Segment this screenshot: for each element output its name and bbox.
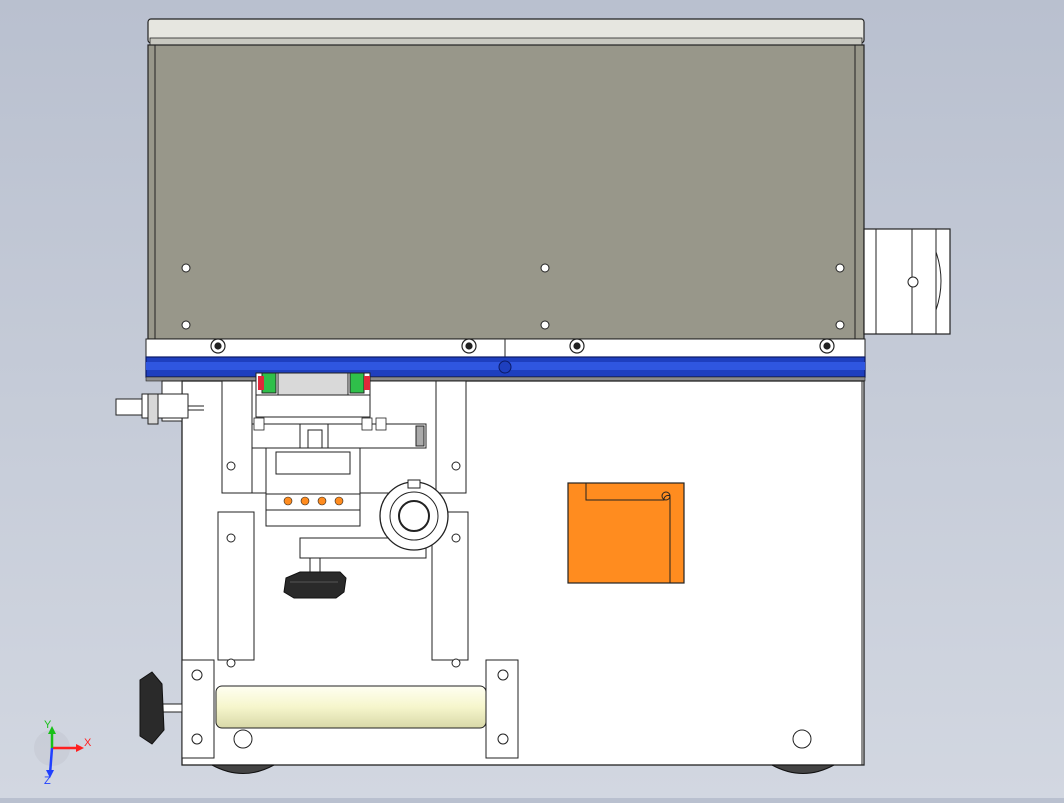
orange-pins xyxy=(283,496,344,506)
stepper-motor xyxy=(863,228,951,335)
orientation-triad: X Y Z xyxy=(34,719,92,787)
star-knob-left xyxy=(139,671,165,745)
screw xyxy=(835,320,845,330)
guide-plates xyxy=(217,511,469,668)
z-axis xyxy=(48,747,54,775)
screw xyxy=(181,320,191,330)
roller-assembly xyxy=(139,659,812,759)
z-axis-label: Z xyxy=(44,775,51,787)
proximity-sensor xyxy=(115,380,204,425)
orange-block xyxy=(567,482,685,584)
x-axis-label: X xyxy=(84,737,92,749)
cover-screws xyxy=(181,263,845,330)
screw xyxy=(835,263,845,273)
y-axis-label: Y xyxy=(44,719,52,731)
roller xyxy=(215,685,487,729)
top-cover xyxy=(147,18,865,340)
guide-rail-strip xyxy=(145,338,866,382)
star-knob-upper xyxy=(283,557,347,599)
motor-shaft xyxy=(907,276,919,288)
eccentric-wheel xyxy=(299,479,449,559)
cover-panel xyxy=(147,44,865,340)
screw xyxy=(540,320,550,330)
screw xyxy=(181,263,191,273)
rail-bolts xyxy=(210,338,835,354)
cover-lid-lip xyxy=(149,37,863,46)
linear-slider-block xyxy=(221,372,467,527)
screw xyxy=(540,263,550,273)
caster-wheels xyxy=(211,764,835,774)
